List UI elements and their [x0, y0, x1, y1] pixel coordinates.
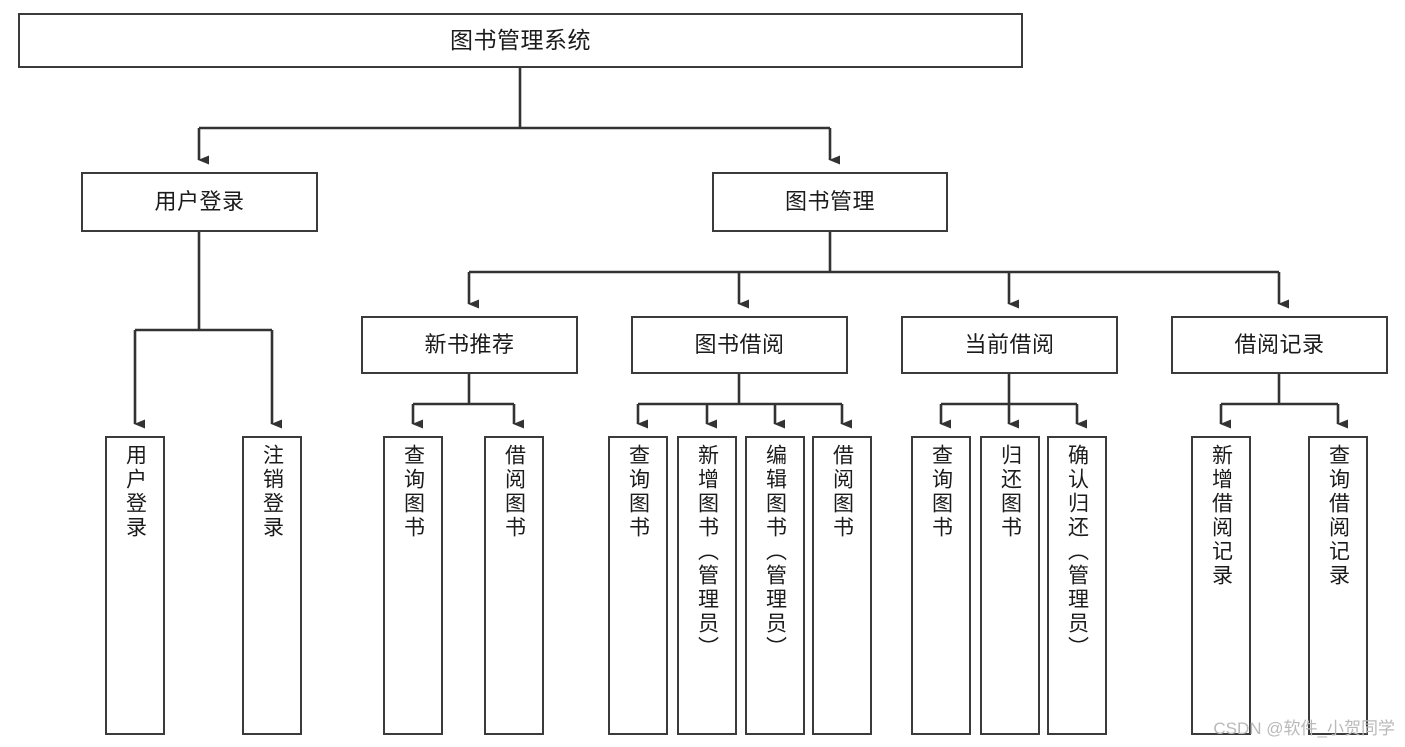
leaf-current-query-book[interactable]: 查询图书 — [911, 436, 971, 735]
node-new-book-recommend[interactable]: 新书推荐 — [361, 316, 578, 374]
leaf-current-confirm-return-admin[interactable]: 确认归还（管理员） — [1047, 436, 1107, 735]
node-label: 借阅图书 — [502, 444, 526, 540]
node-label: 新书推荐 — [424, 332, 515, 358]
leaf-borrow-query-book[interactable]: 查询图书 — [608, 436, 668, 735]
node-label: 借阅记录 — [1234, 332, 1325, 358]
node-user-login[interactable]: 用户登录 — [81, 172, 318, 232]
node-label: 查询图书 — [626, 444, 650, 540]
leaf-user-login-login[interactable]: 用户登录 — [105, 436, 165, 735]
leaf-record-query-borrow-record[interactable]: 查询借阅记录 — [1308, 436, 1368, 735]
leaf-record-add-borrow-record[interactable]: 新增借阅记录 — [1191, 436, 1251, 735]
leaf-borrow-edit-book-admin[interactable]: 编辑图书（管理员） — [745, 436, 805, 735]
leaf-borrow-add-book-admin[interactable]: 新增图书（管理员） — [677, 436, 737, 735]
node-label: 查询图书 — [929, 444, 953, 540]
node-label: 用户登录 — [123, 444, 147, 540]
node-root-book-management-system[interactable]: 图书管理系统 — [18, 13, 1023, 68]
leaf-user-login-logout[interactable]: 注销登录 — [242, 436, 302, 735]
node-book-management[interactable]: 图书管理 — [712, 172, 948, 232]
node-label: 确认归还（管理员） — [1065, 444, 1089, 660]
node-label: 新增借阅记录 — [1209, 444, 1233, 588]
node-borrow-record[interactable]: 借阅记录 — [1171, 316, 1388, 374]
node-book-borrow[interactable]: 图书借阅 — [631, 316, 848, 374]
node-label: 查询借阅记录 — [1326, 444, 1350, 588]
node-label: 归还图书 — [998, 444, 1022, 540]
node-label: 图书管理 — [784, 189, 875, 215]
node-label: 注销登录 — [260, 444, 284, 540]
node-label: 图书借阅 — [694, 332, 785, 358]
node-label: 查询图书 — [401, 444, 425, 540]
node-label: 借阅图书 — [830, 444, 854, 540]
node-label: 编辑图书（管理员） — [763, 444, 787, 660]
leaf-new-book-query-book[interactable]: 查询图书 — [383, 436, 443, 735]
node-label: 用户登录 — [154, 189, 245, 215]
node-label: 当前借阅 — [964, 332, 1055, 358]
node-label: 图书管理系统 — [450, 27, 591, 54]
node-current-borrow[interactable]: 当前借阅 — [901, 316, 1118, 374]
leaf-new-book-borrow-book[interactable]: 借阅图书 — [484, 436, 544, 735]
leaf-borrow-borrow-book[interactable]: 借阅图书 — [812, 436, 872, 735]
watermark: CSDN @软件_小贺同学 — [1213, 719, 1395, 738]
node-label: 新增图书（管理员） — [695, 444, 719, 660]
leaf-current-return-book[interactable]: 归还图书 — [980, 436, 1040, 735]
